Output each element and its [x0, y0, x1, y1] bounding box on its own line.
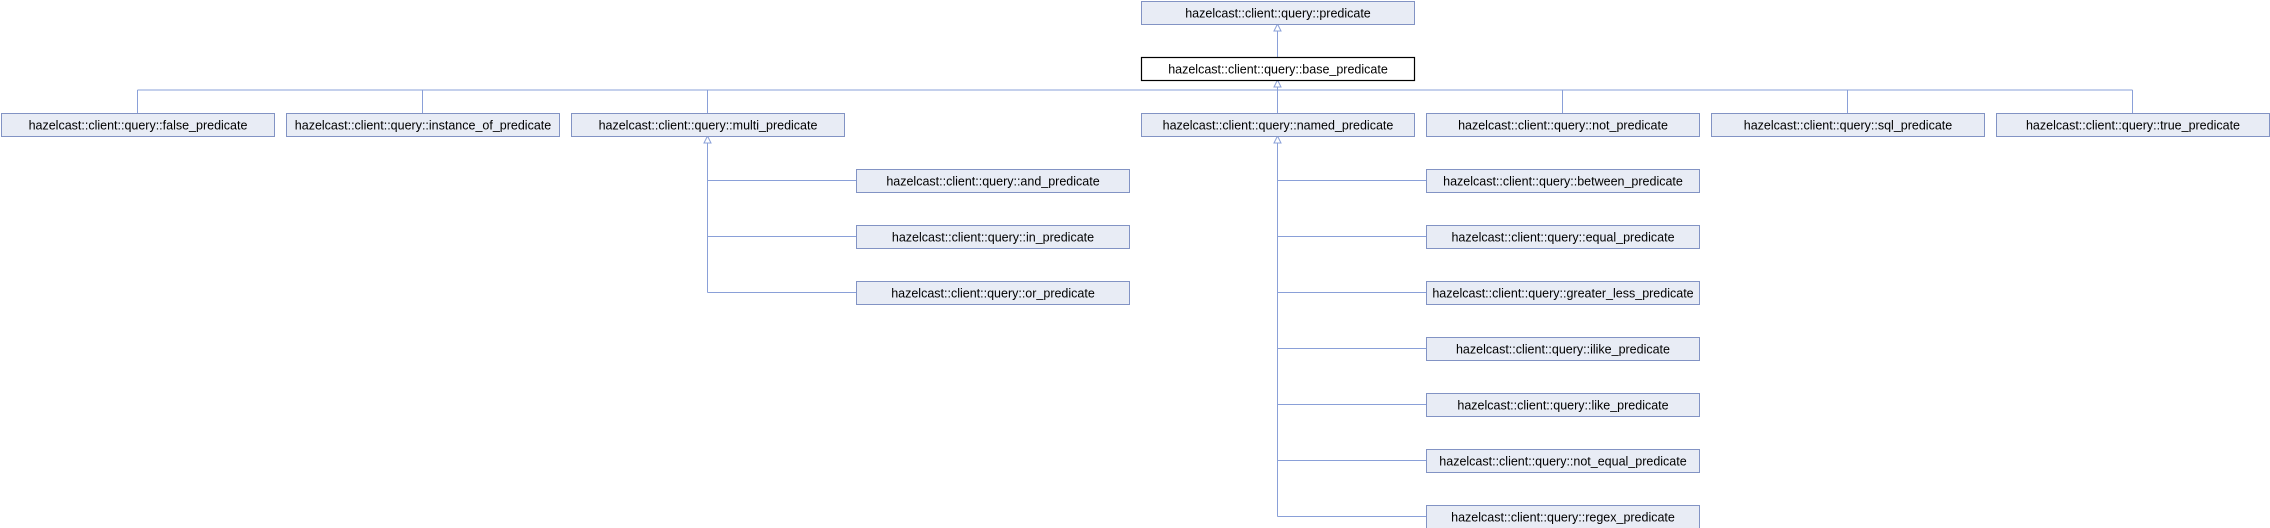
class-box [856, 281, 1130, 305]
class-label: hazelcast::client::query::equal_predicat… [1451, 231, 1674, 245]
class-box [1426, 225, 1700, 249]
class-node-named-predicate[interactable]: hazelcast::client::query::named_predicat… [1141, 113, 1415, 137]
edges-layer [137, 22, 2133, 517]
class-box [1140, 56, 1416, 82]
class-node-multi-predicate[interactable]: hazelcast::client::query::multi_predicat… [571, 113, 845, 137]
class-label: hazelcast::client::query::not_predicate [1458, 119, 1668, 133]
class-box [1426, 505, 1700, 528]
class-box [856, 169, 1130, 193]
class-node-like-predicate[interactable]: hazelcast::client::query::like_predicate [1426, 393, 1700, 417]
class-label: hazelcast::client::query::multi_predicat… [599, 119, 818, 133]
class-node-true-predicate[interactable]: hazelcast::client::query::true_predicate [1996, 113, 2270, 137]
inheritance-arrowhead [703, 134, 712, 144]
class-box [1426, 169, 1700, 193]
class-box [1426, 449, 1700, 473]
class-label: hazelcast::client::query::between_predic… [1443, 175, 1683, 189]
class-label: hazelcast::client::query::sql_predicate [1744, 119, 1952, 133]
class-box [286, 113, 560, 137]
class-box [856, 225, 1130, 249]
class-node-not-equal-predicate[interactable]: hazelcast::client::query::not_equal_pred… [1426, 449, 1700, 473]
class-box [1426, 337, 1700, 361]
class-label: hazelcast::client::query::base_predicate [1168, 63, 1388, 77]
class-node-base-predicate[interactable]: hazelcast::client::query::base_predicate [1140, 56, 1416, 82]
class-label: hazelcast::client::query::like_predicate [1457, 399, 1668, 413]
class-node-or-predicate[interactable]: hazelcast::client::query::or_predicate [856, 281, 1130, 305]
class-node-not-predicate[interactable]: hazelcast::client::query::not_predicate [1426, 113, 1700, 137]
class-node-between-predicate[interactable]: hazelcast::client::query::between_predic… [1426, 169, 1700, 193]
class-label: hazelcast::client::query::false_predicat… [29, 119, 248, 133]
class-node-regex-predicate[interactable]: hazelcast::client::query::regex_predicat… [1426, 505, 1700, 528]
class-label: hazelcast::client::query::in_predicate [892, 231, 1094, 245]
class-box [1426, 281, 1700, 305]
class-box [1, 113, 275, 137]
inheritance-arrowhead [1273, 78, 1282, 88]
class-node-ilike-predicate[interactable]: hazelcast::client::query::ilike_predicat… [1426, 337, 1700, 361]
class-label: hazelcast::client::query::regex_predicat… [1451, 511, 1675, 525]
class-node-greater-less-predicate[interactable]: hazelcast::client::query::greater_less_p… [1426, 281, 1700, 305]
class-box [571, 113, 845, 137]
class-label: hazelcast::client::query::true_predicate [2026, 119, 2240, 133]
class-box [1711, 113, 1985, 137]
class-label: hazelcast::client::query::instance_of_pr… [295, 119, 551, 133]
class-node-sql-predicate[interactable]: hazelcast::client::query::sql_predicate [1711, 113, 1985, 137]
class-box [1426, 113, 1700, 137]
class-label: hazelcast::client::query::or_predicate [891, 287, 1095, 301]
class-label: hazelcast::client::query::and_predicate [886, 175, 1099, 189]
class-node-predicate[interactable]: hazelcast::client::query::predicate [1141, 1, 1415, 25]
class-label: hazelcast::client::query::ilike_predicat… [1456, 343, 1670, 357]
class-label: hazelcast::client::query::greater_less_p… [1432, 287, 1693, 301]
class-box [1141, 1, 1415, 25]
class-node-and-predicate[interactable]: hazelcast::client::query::and_predicate [856, 169, 1130, 193]
class-label: hazelcast::client::query::predicate [1185, 7, 1371, 21]
class-node-in-predicate[interactable]: hazelcast::client::query::in_predicate [856, 225, 1130, 249]
class-node-false-predicate[interactable]: hazelcast::client::query::false_predicat… [1, 113, 275, 137]
class-node-instance-of-predicate[interactable]: hazelcast::client::query::instance_of_pr… [286, 113, 560, 137]
class-label: hazelcast::client::query::not_equal_pred… [1439, 455, 1686, 469]
inheritance-arrowhead [1273, 22, 1282, 32]
class-box [1426, 393, 1700, 417]
class-label: hazelcast::client::query::named_predicat… [1163, 119, 1394, 133]
inheritance-arrowhead [1273, 134, 1282, 144]
class-node-equal-predicate[interactable]: hazelcast::client::query::equal_predicat… [1426, 225, 1700, 249]
class-box [1141, 113, 1415, 137]
